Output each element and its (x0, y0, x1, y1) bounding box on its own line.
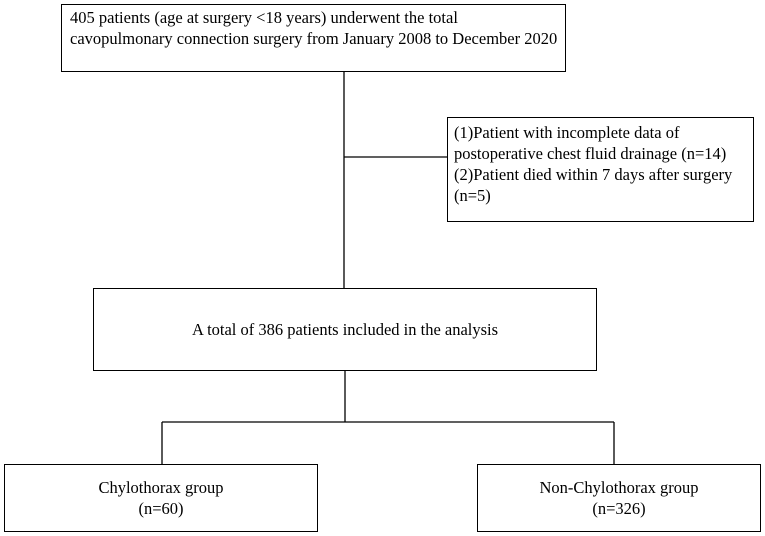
exclusion-criteria-box: (1)Patient with incomplete data of posto… (447, 117, 754, 222)
enrolled-patients-text: 405 patients (age at surgery <18 years) … (70, 8, 558, 48)
analysis-cohort-text: A total of 386 patients included in the … (191, 320, 499, 339)
exclusion-died-early: (2)Patient died within 7 days after surg… (454, 165, 733, 205)
non-chylothorax-group-count: (n=326) (592, 499, 646, 518)
chylothorax-group-label: Chylothorax group (98, 478, 224, 497)
chylothorax-group-count: (n=60) (138, 499, 184, 518)
enrolled-patients-box: 405 patients (age at surgery <18 years) … (61, 4, 566, 72)
analysis-cohort-box: A total of 386 patients included in the … (93, 288, 597, 371)
non-chylothorax-group-box: Non-Chylothorax group (n=326) (477, 464, 761, 532)
chylothorax-group-box: Chylothorax group (n=60) (4, 464, 318, 532)
non-chylothorax-group-label: Non-Chylothorax group (539, 478, 699, 497)
exclusion-incomplete-data: (1)Patient with incomplete data of posto… (454, 123, 727, 163)
